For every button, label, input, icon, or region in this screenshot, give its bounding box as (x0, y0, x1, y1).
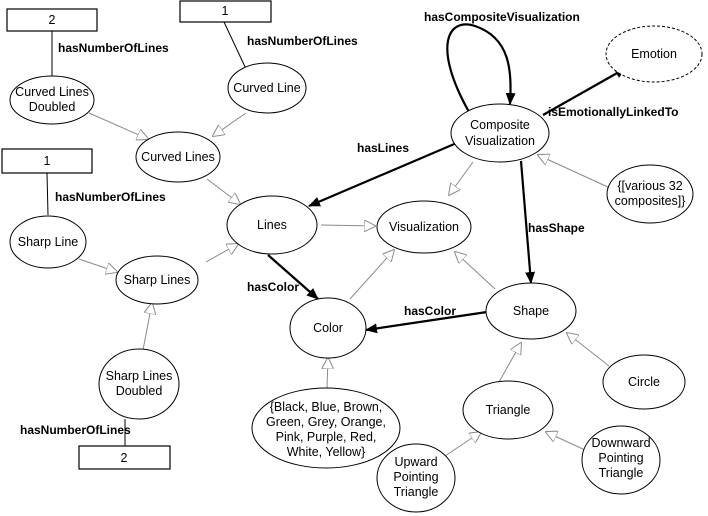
box-curved-doubled-value: 2 (49, 13, 56, 27)
edge-has-color-lines (267, 254, 319, 300)
edge-label-has-number-of-lines-curved-line: hasNumberOfLines (247, 34, 358, 48)
class-nodes: Curved Lines Doubled Curved Line Curved … (9, 25, 703, 513)
node-downward-triangle: Downward Pointing Triangle (581, 425, 661, 495)
label-emotion: Emotion (631, 47, 677, 61)
edge-triangle-to-shape (498, 343, 521, 383)
box-sharp-line: 1 (1, 148, 93, 174)
node-curved-lines-doubled: Curved Lines Doubled (9, 75, 95, 125)
label-curved-lines-doubled-1: Curved Lines (15, 85, 89, 99)
label-sharp-lines: Sharp Lines (124, 273, 191, 287)
box-sharp-doubled: 2 (78, 445, 171, 470)
label-curved-lines-doubled-2: Doubled (29, 100, 76, 114)
box-sharp-doubled-value: 2 (121, 451, 128, 465)
node-sharp-lines-doubled: Sharp Lines Doubled (98, 348, 180, 420)
edge-curved-lines-doubled-to-curved-lines (88, 112, 148, 139)
label-curved-lines: Curved Lines (141, 150, 215, 164)
edge-circle-to-shape (567, 333, 610, 367)
label-upward-triangle-3: Triangle (394, 485, 439, 499)
box-curved-doubled: 2 (6, 8, 98, 32)
node-curved-line: Curved Line (227, 62, 307, 114)
node-lines: Lines (226, 195, 318, 255)
edge-label-is-emotionally-linked-to: isEmotionallyLinkedTo (548, 105, 678, 119)
node-visualization: Visualization (376, 200, 472, 254)
label-downward-triangle-2: Pointing (598, 451, 643, 465)
label-color: Color (313, 321, 343, 335)
label-composite-visualization-2: Visualization (465, 134, 535, 148)
label-sharp-line: Sharp Line (18, 235, 79, 249)
node-curved-lines: Curved Lines (135, 131, 221, 183)
edge-has-lines (308, 140, 460, 208)
box-curved-line: 1 (179, 0, 272, 23)
edge-sharp-line-to-sharp-lines (78, 258, 117, 272)
edge-label-has-color-shape: hasColor (404, 304, 456, 318)
edge-label-has-number-of-lines-curved-doubled: hasNumberOfLines (58, 41, 169, 55)
label-visualization: Visualization (389, 220, 459, 234)
node-upward-triangle: Upward Pointing Triangle (376, 443, 456, 513)
node-composite-visualization: Composite Visualization (450, 103, 550, 163)
subclass-edges (78, 112, 611, 465)
label-curved-line: Curved Line (233, 81, 300, 95)
edge-lines-to-visualization (320, 225, 375, 226)
edge-is-emotionally-linked-to (542, 67, 627, 116)
label-downward-triangle-3: Triangle (599, 466, 644, 480)
edge-downward-to-triangle (546, 432, 586, 451)
edge-has-shape (519, 160, 536, 284)
label-colors-list-1: {Black, Blue, Brown, (270, 400, 383, 414)
label-colors-list-3: Pink, Purple, Red, (276, 430, 377, 444)
edge-color-to-visualization (349, 250, 394, 300)
label-composites-list-2: composites]} (615, 194, 686, 208)
edge-sharp-lines-doubled-to-sharp-lines (142, 303, 152, 351)
property-edges (267, 23, 627, 334)
label-lines: Lines (257, 218, 287, 232)
label-shape: Shape (513, 304, 549, 318)
edge-label-has-lines: hasLines (357, 141, 409, 155)
edge-label-has-number-of-lines-sharp-doubled: hasNumberOfLines (20, 423, 131, 437)
label-sharp-lines-doubled-2: Doubled (116, 384, 163, 398)
edge-composite-to-visualization (449, 161, 474, 195)
node-shape: Shape (485, 282, 577, 340)
node-triangle: Triangle (462, 380, 554, 440)
node-colors-list: {Black, Blue, Brown, Green, Grey, Orange… (251, 387, 401, 469)
label-triangle: Triangle (486, 403, 531, 417)
edge-label-has-number-of-lines-sharp-line: hasNumberOfLines (55, 190, 166, 204)
edge-has-composite-visualization (446, 23, 516, 113)
label-colors-list-4: White, Yellow} (287, 445, 366, 459)
label-colors-list-2: Green, Grey, Orange, (266, 415, 386, 429)
node-emotion: Emotion (605, 25, 703, 83)
box-sharp-line-value: 1 (44, 154, 51, 168)
node-sharp-line: Sharp Line (9, 215, 87, 269)
node-composites-list: {[various 32 composites]} (606, 164, 694, 224)
edge-curved-line-to-box (223, 21, 248, 72)
edge-shape-to-visualization (455, 252, 496, 290)
edge-sharp-lines-to-lines (205, 244, 238, 263)
label-sharp-lines-doubled-1: Sharp Lines (106, 369, 173, 383)
edge-composites-list-to-composite (538, 155, 611, 189)
edge-labels: hasCompositeVisualization isEmotionallyL… (20, 10, 678, 437)
label-composite-visualization-1: Composite (470, 118, 530, 132)
edge-label-has-color-lines: hasColor (247, 280, 299, 294)
label-composites-list-1: {[various 32 (617, 179, 682, 193)
label-downward-triangle-1: Downward (591, 436, 650, 450)
value-boxes: 2 1 1 2 (1, 0, 272, 470)
node-circle: Circle (602, 354, 686, 410)
label-upward-triangle-1: Upward (394, 455, 437, 469)
edge-sharp-line-to-box (46, 172, 49, 216)
edge-label-has-composite-visualization: hasCompositeVisualization (424, 10, 580, 24)
edge-curved-line-to-curved-lines (213, 112, 247, 136)
node-sharp-lines: Sharp Lines (115, 255, 199, 305)
edge-label-has-shape: hasShape (528, 221, 585, 235)
edge-colors-list-to-color (327, 358, 328, 389)
label-upward-triangle-2: Pointing (393, 470, 438, 484)
edge-curved-lines-to-lines (206, 178, 240, 204)
edge-has-color-shape (365, 310, 488, 334)
node-color: Color (289, 297, 367, 359)
box-curved-line-value: 1 (222, 4, 229, 18)
label-circle: Circle (628, 375, 660, 389)
value-edges (46, 21, 248, 446)
